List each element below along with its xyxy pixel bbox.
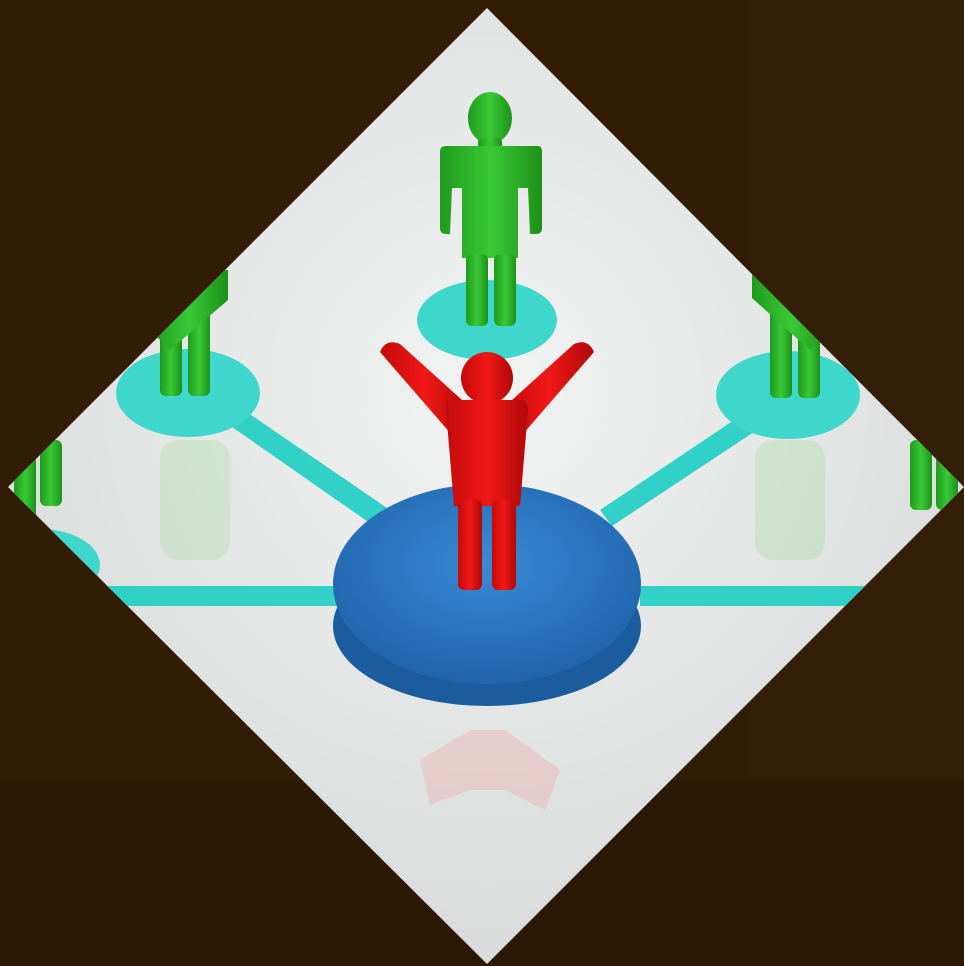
central-hub [333,484,641,706]
